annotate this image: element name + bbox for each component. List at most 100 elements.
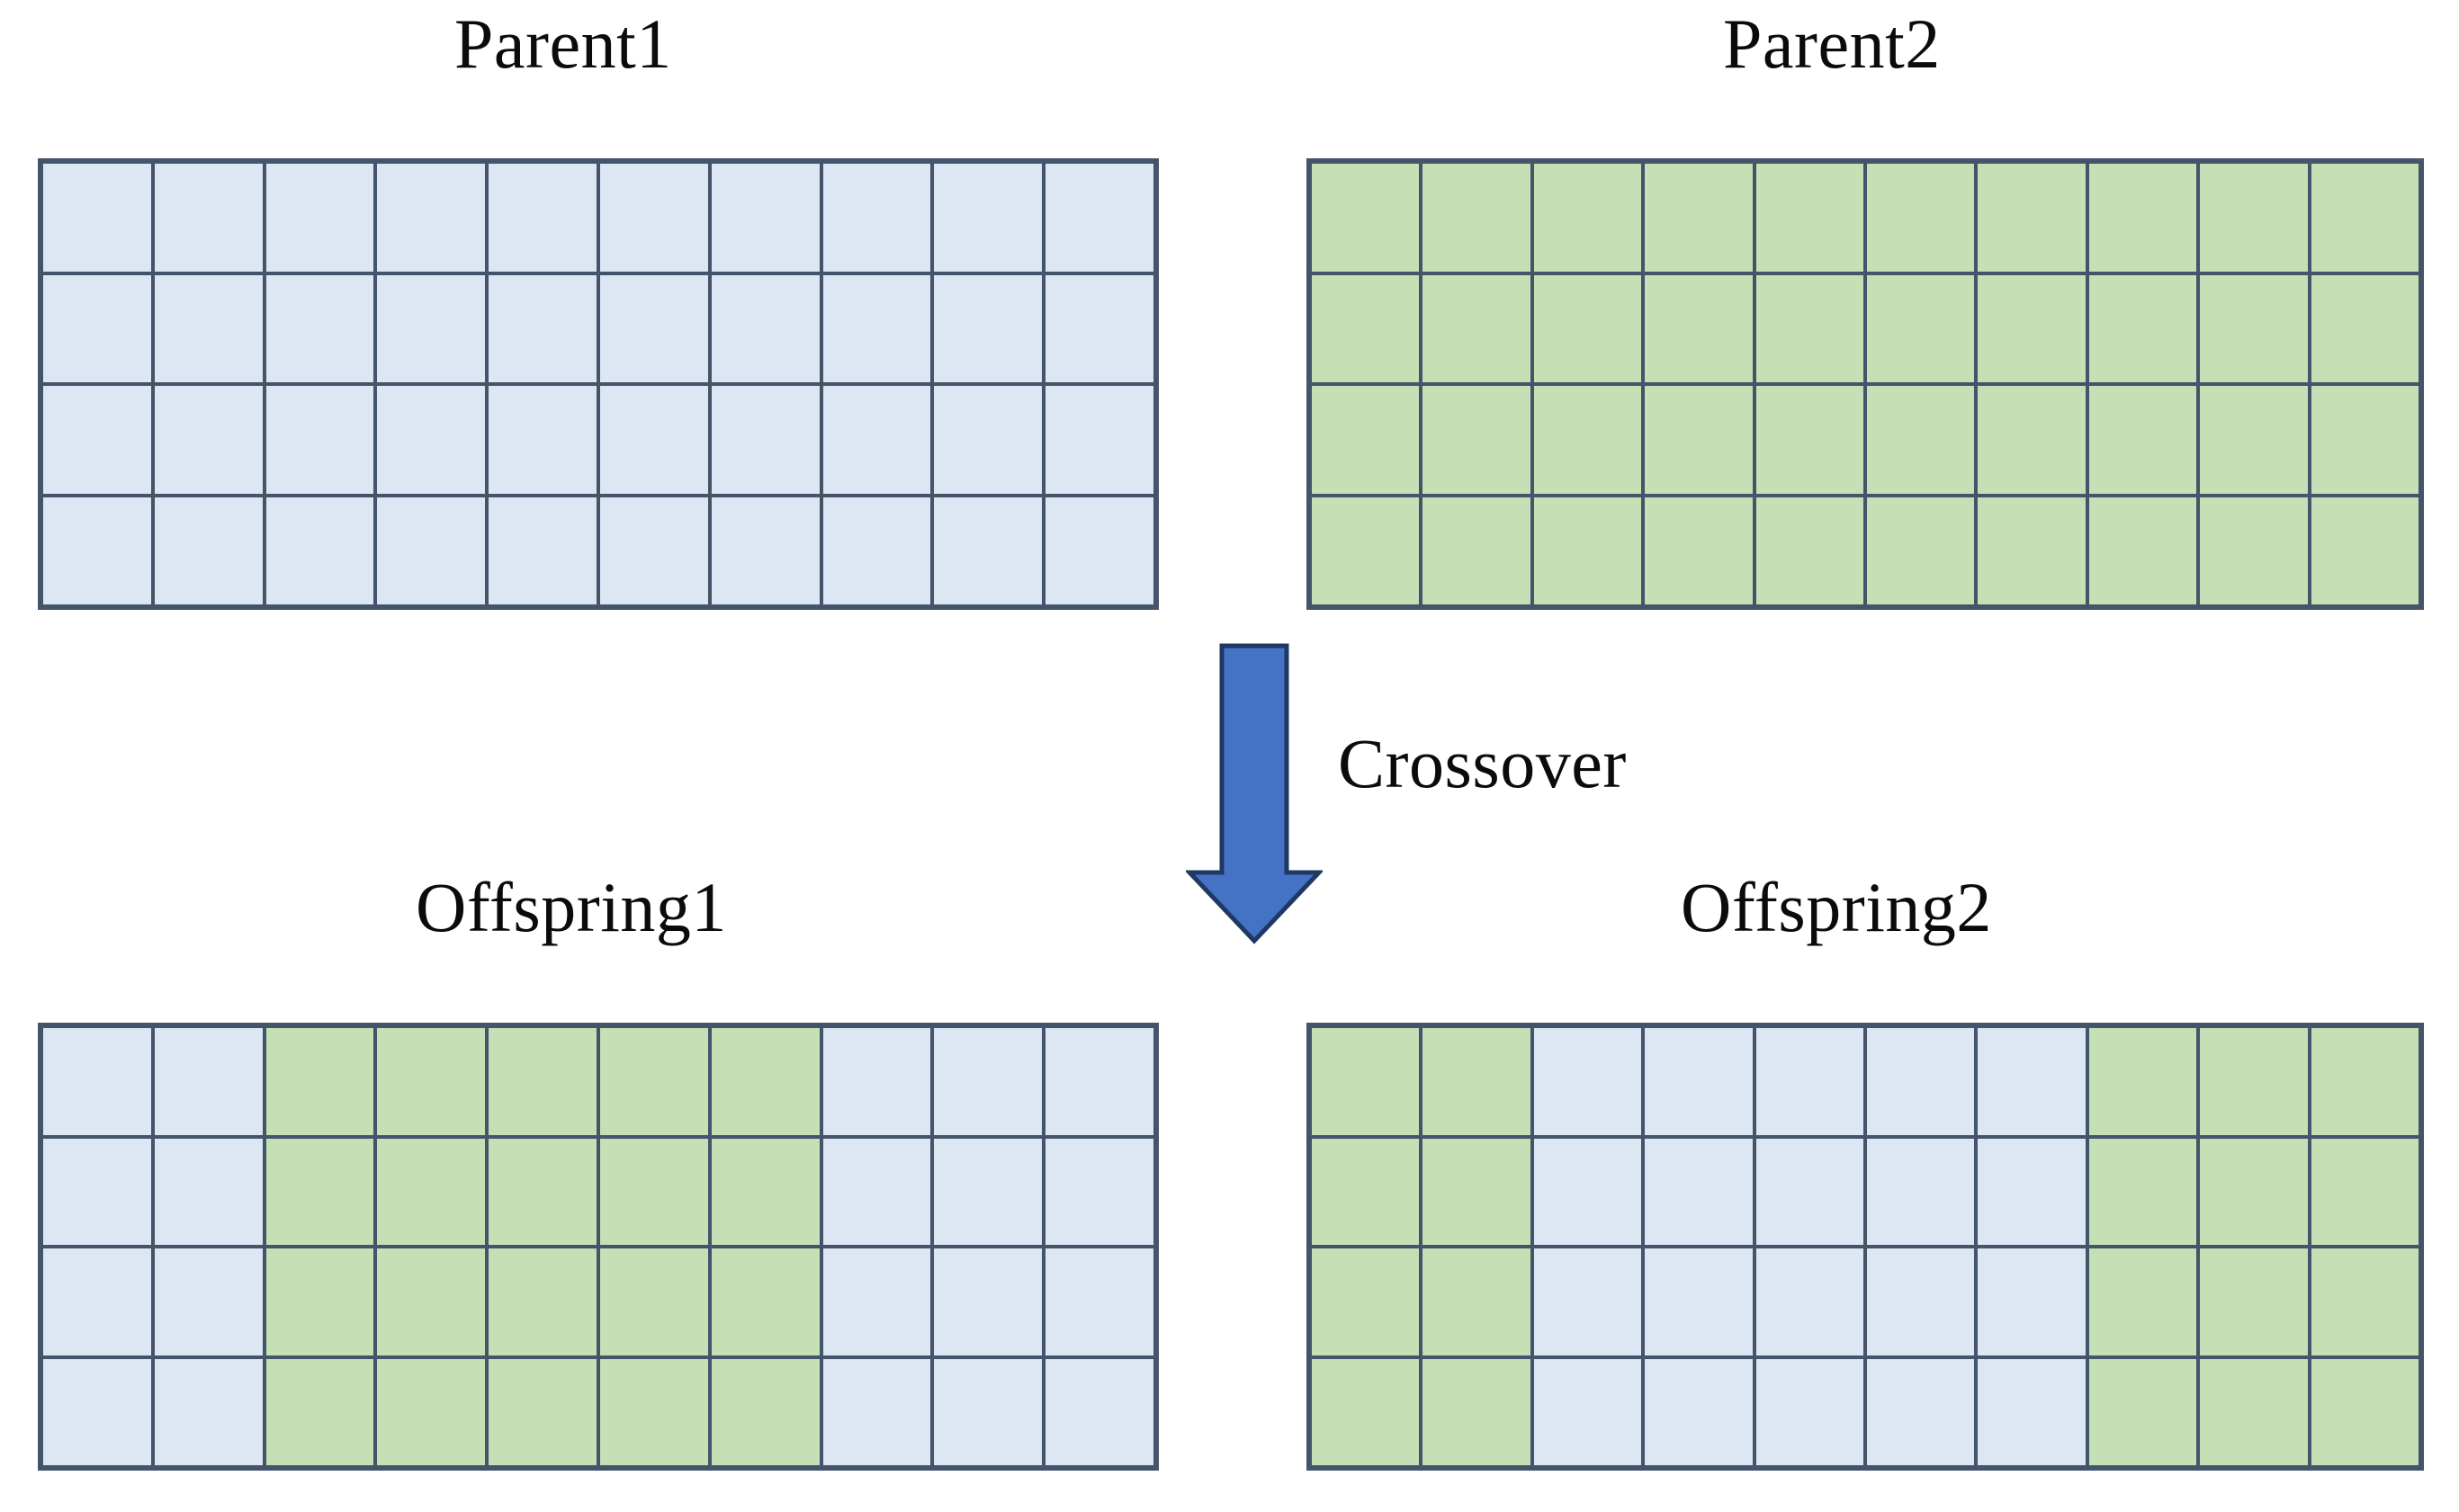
gene-cell (2087, 1247, 2199, 1357)
gene-cell (264, 384, 376, 496)
gene-cell (375, 1247, 488, 1357)
offspring1-chromosome-grid (38, 1023, 1159, 1471)
gene-cell (1310, 1247, 1422, 1357)
gene-cell (2198, 273, 2310, 384)
gene-cell (1421, 1026, 1532, 1137)
gene-cell (375, 273, 488, 384)
gene-cell (264, 1026, 376, 1137)
gene-cell (487, 162, 598, 273)
gene-cell (1044, 1356, 1155, 1467)
gene-cell (1754, 273, 1865, 384)
gene-cell (1976, 1136, 2087, 1247)
gene-cell (2198, 384, 2310, 496)
gene-cell (2309, 384, 2420, 496)
gene-cell (932, 162, 1045, 273)
gene-cell (1976, 162, 2087, 273)
gene-cell (1643, 1026, 1755, 1137)
gene-cell (1310, 495, 1422, 606)
gene-cell (2087, 162, 2199, 273)
gene-cell (932, 1356, 1045, 1467)
gene-cell (1865, 162, 1977, 273)
gene-cell (2087, 384, 2199, 496)
gene-cell (487, 384, 598, 496)
gene-cell (1531, 384, 1644, 496)
gene-cell (375, 1356, 488, 1467)
gene-cell (2309, 1356, 2420, 1467)
gene-cell (2309, 1136, 2420, 1247)
offspring1-title: Offspring1 (416, 868, 727, 946)
gene-cell (709, 162, 821, 273)
gene-cell (41, 1136, 153, 1247)
gene-cell (1421, 162, 1532, 273)
gene-cell (598, 1026, 710, 1137)
gene-cell (1643, 162, 1755, 273)
gene-cell (152, 1136, 265, 1247)
gene-cell (1531, 1356, 1644, 1467)
gene-cell (2309, 1247, 2420, 1357)
gene-cell (1754, 384, 1865, 496)
gene-cell (1044, 495, 1155, 606)
gene-cell (1754, 1136, 1865, 1247)
gene-cell (1643, 384, 1755, 496)
gene-cell (709, 1026, 821, 1137)
gene-cell (1421, 1356, 1532, 1467)
gene-cell (1754, 1247, 1865, 1357)
gene-cell (487, 1136, 598, 1247)
gene-cell (1976, 1356, 2087, 1467)
gene-cell (1865, 273, 1977, 384)
gene-cell (375, 1136, 488, 1247)
gene-cell (264, 1136, 376, 1247)
gene-cell (41, 1026, 153, 1137)
gene-cell (375, 1026, 488, 1137)
gene-cell (598, 495, 710, 606)
gene-cell (264, 1356, 376, 1467)
gene-cell (1310, 384, 1422, 496)
gene-cell (2087, 1356, 2199, 1467)
gene-cell (487, 1247, 598, 1357)
gene-cell (1976, 1026, 2087, 1137)
gene-cell (2198, 1247, 2310, 1357)
gene-cell (598, 273, 710, 384)
gene-cell (1976, 1247, 2087, 1357)
gene-cell (1044, 273, 1155, 384)
gene-cell (709, 1356, 821, 1467)
offspring2-chromosome-grid (1306, 1023, 2424, 1471)
gene-cell (264, 162, 376, 273)
gene-cell (1643, 495, 1755, 606)
gene-cell (1421, 273, 1532, 384)
gene-cell (932, 1247, 1045, 1357)
gene-cell (2198, 1356, 2310, 1467)
gene-cell (264, 495, 376, 606)
gene-cell (1865, 1247, 1977, 1357)
gene-cell (152, 162, 265, 273)
gene-cell (1643, 1136, 1755, 1247)
gene-cell (821, 1026, 933, 1137)
gene-cell (487, 495, 598, 606)
gene-cell (2087, 495, 2199, 606)
gene-cell (1044, 384, 1155, 496)
gene-cell (709, 384, 821, 496)
gene-cell (41, 495, 153, 606)
gene-cell (2087, 273, 2199, 384)
gene-cell (1865, 1356, 1977, 1467)
gene-cell (487, 273, 598, 384)
gene-cell (41, 384, 153, 496)
gene-cell (1310, 273, 1422, 384)
gene-cell (152, 384, 265, 496)
crossover-label: Crossover (1338, 724, 1627, 802)
gene-cell (1310, 1026, 1422, 1137)
gene-cell (1044, 1026, 1155, 1137)
gene-cell (1310, 1136, 1422, 1247)
parent1-chromosome-grid (38, 158, 1159, 610)
gene-cell (1643, 1356, 1755, 1467)
gene-cell (2087, 1136, 2199, 1247)
gene-cell (487, 1026, 598, 1137)
parent2-chromosome-grid (1306, 158, 2424, 610)
gene-cell (1643, 1247, 1755, 1357)
gene-cell (821, 495, 933, 606)
gene-cell (1421, 495, 1532, 606)
gene-cell (2309, 1026, 2420, 1137)
parent2-title: Parent2 (1723, 4, 1941, 83)
gene-cell (932, 495, 1045, 606)
